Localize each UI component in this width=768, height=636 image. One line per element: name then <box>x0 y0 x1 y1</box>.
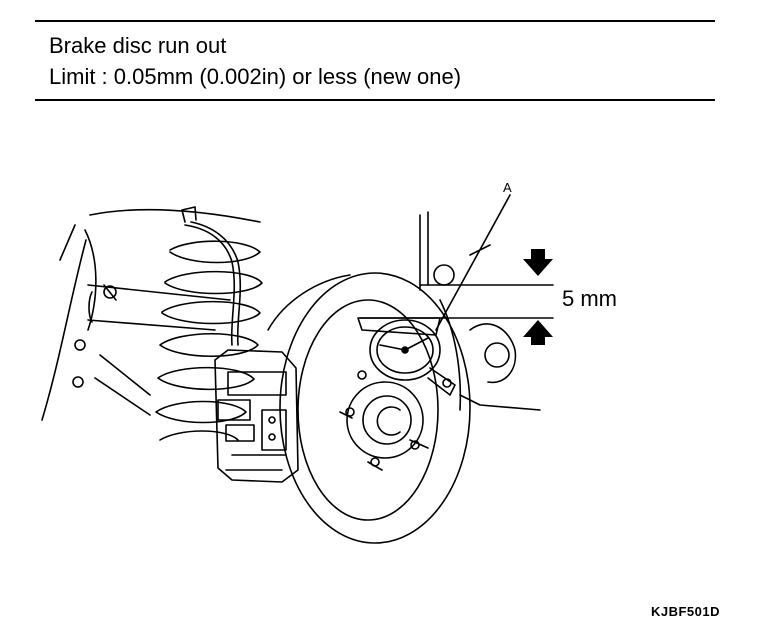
suspension-arm <box>41 208 261 421</box>
bottom-rule <box>35 99 715 101</box>
brake-caliper <box>214 349 299 483</box>
spec-title: Brake disc run out <box>49 33 227 58</box>
knuckle <box>419 211 541 411</box>
top-rule <box>35 20 715 22</box>
figure-code: KJBF501D <box>650 604 720 619</box>
dimension-label: 5 mm <box>562 286 617 311</box>
spec-limit: Limit : 0.05mm (0.002in) or less (new on… <box>49 64 462 89</box>
callout-leader <box>435 194 511 331</box>
coil-spring <box>155 240 263 441</box>
arrow-down-icon <box>523 249 553 276</box>
dimension-lines <box>359 284 554 319</box>
arrow-up-icon <box>523 320 553 345</box>
brake-hose <box>181 206 242 346</box>
brake-disc <box>267 272 471 544</box>
callout-label: A <box>503 180 512 195</box>
